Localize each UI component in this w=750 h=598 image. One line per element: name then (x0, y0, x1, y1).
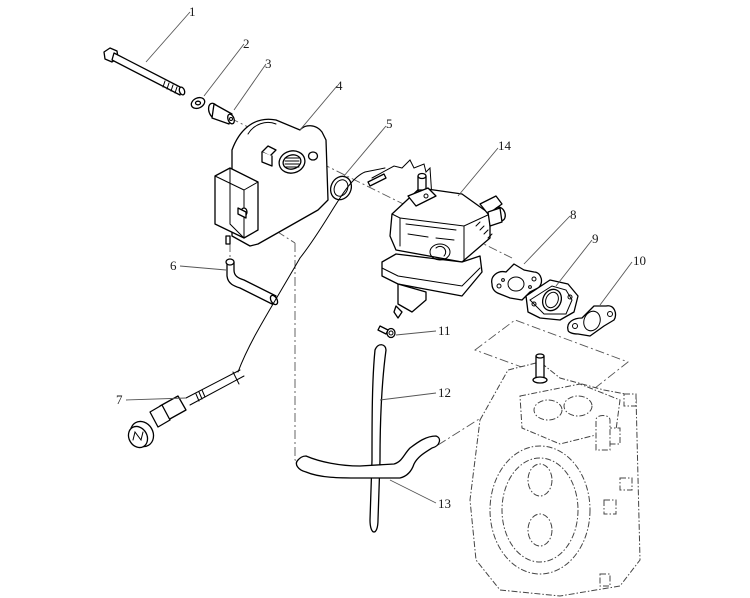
part-11-hose-clip[interactable] (377, 325, 396, 339)
callout-13: 13 (438, 496, 451, 511)
part-3-collar[interactable] (207, 102, 236, 125)
callout-10: 10 (633, 253, 646, 268)
callout-1: 1 (189, 4, 196, 19)
callout-9: 9 (592, 231, 599, 246)
callout-11: 11 (438, 323, 451, 338)
part-13-breather-hose[interactable] (295, 435, 441, 479)
callout-12: 12 (438, 385, 451, 400)
part-7-choke-cable[interactable] (125, 165, 403, 451)
part-4-air-silencer-case[interactable] (214, 118, 329, 247)
callout-5: 5 (386, 116, 393, 131)
part-14-carburetor[interactable] (381, 159, 507, 319)
callout-14: 14 (498, 138, 512, 153)
callout-4: 4 (336, 78, 343, 93)
callout-7: 7 (116, 392, 123, 407)
part-12-fuel-hose[interactable] (369, 344, 387, 533)
part-1-bolt[interactable] (103, 47, 186, 96)
callout-8: 8 (570, 207, 577, 222)
callout-6: 6 (170, 258, 177, 273)
callout-3: 3 (265, 56, 272, 71)
engine-cylinder-head (469, 353, 641, 597)
leader-lines (125, 11, 633, 504)
part-5-o-ring[interactable] (327, 173, 355, 203)
part-10-gasket[interactable] (567, 305, 617, 337)
part-8-gasket[interactable] (491, 263, 543, 301)
part-2-washer[interactable] (190, 96, 207, 111)
part-6-drain-hose[interactable] (225, 258, 279, 306)
callout-2: 2 (243, 36, 250, 51)
part-9-insulator[interactable] (525, 279, 579, 321)
callout-labels: 1 2 3 4 5 6 7 8 9 10 11 12 13 14 (116, 4, 646, 511)
